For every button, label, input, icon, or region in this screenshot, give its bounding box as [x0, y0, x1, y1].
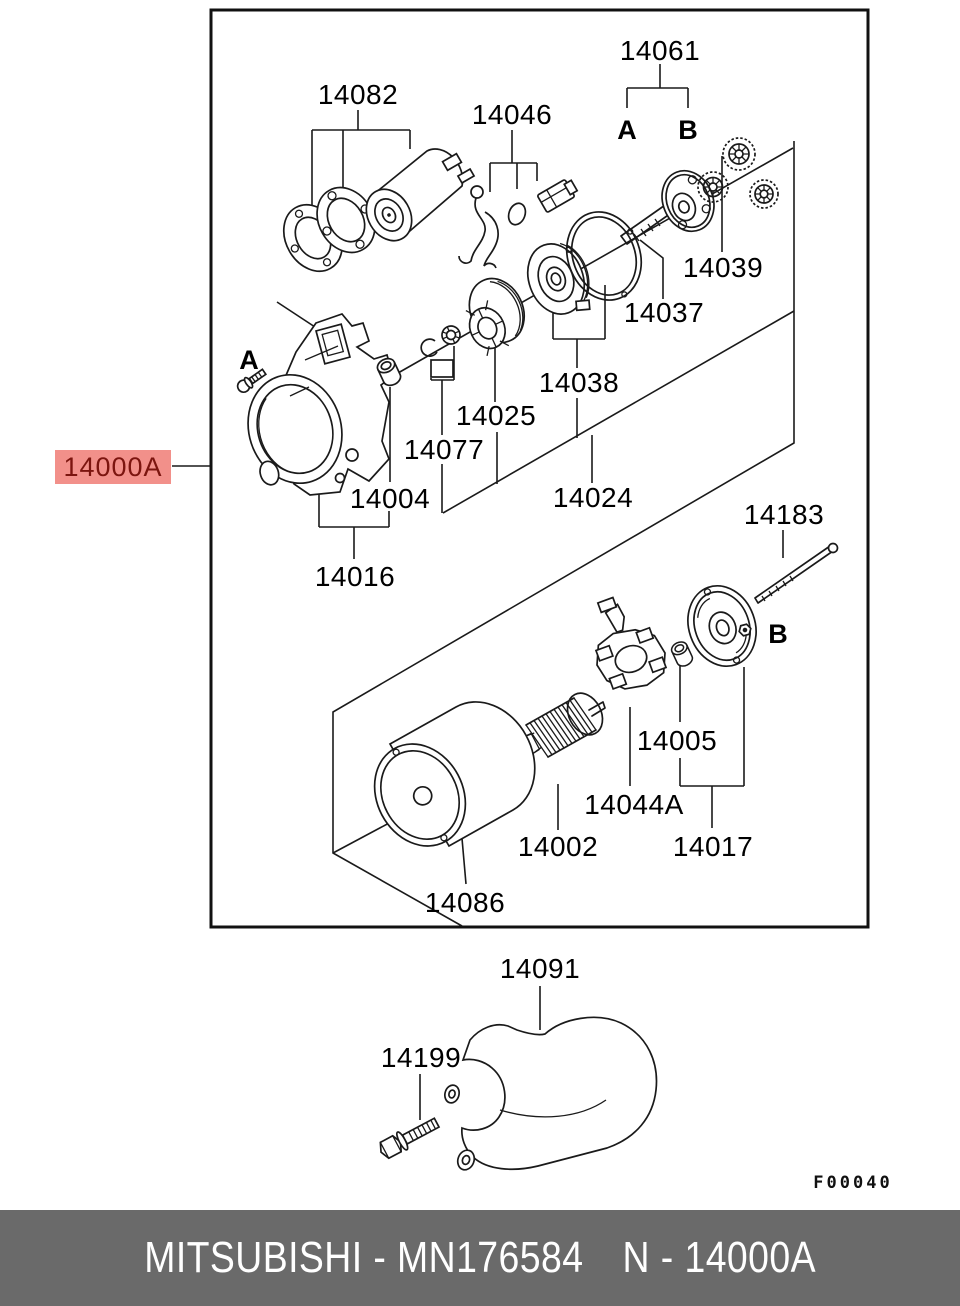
- part-label-14016: 14016: [315, 561, 395, 592]
- nut-b-drawing: [738, 623, 752, 637]
- gear-set-drawing: [697, 137, 779, 209]
- footer-text: MITSUBISHI - MN176584 N - 14000A: [144, 1233, 816, 1283]
- oring-drawing: [565, 211, 643, 301]
- footer-ref: N - 14000A: [622, 1233, 816, 1282]
- part-label-14046: 14046: [472, 99, 552, 130]
- part-label-14082: 14082: [318, 79, 398, 110]
- callout-a-side: A: [239, 345, 259, 375]
- part-label-14183: 14183: [744, 499, 824, 530]
- part-label-14086: 14086: [425, 887, 505, 918]
- clutch-drawing: [526, 242, 591, 315]
- part-label-14005: 14005: [637, 725, 717, 756]
- armature-core-hatch: [525, 697, 597, 758]
- bolt-drawing: [379, 1117, 441, 1160]
- shaft-drawing: [620, 169, 715, 245]
- packing-washer-drawing: [282, 186, 376, 273]
- leader-lines: [172, 64, 784, 1120]
- part-label-14199: 14199: [381, 1042, 461, 1073]
- callout-a-top: A: [617, 115, 637, 145]
- part-label-14039: 14039: [683, 252, 763, 283]
- bushing-14005-drawing: [670, 641, 694, 667]
- pinion-drive-drawing: [465, 277, 526, 356]
- brush-holder-drawing: [594, 596, 668, 690]
- highlight-box: [55, 450, 171, 484]
- parts-diagram: 14061 14082 14046 A B 14039 14037 14038 …: [55, 8, 892, 1193]
- snap-ring-drawing: [420, 325, 461, 378]
- part-label-14025: 14025: [456, 400, 536, 431]
- part-label-14077: 14077: [404, 434, 484, 465]
- part-label-14061: 14061: [620, 35, 700, 66]
- part-label-14044A: 14044A: [584, 789, 684, 820]
- shift-lever-drawing: [458, 179, 579, 269]
- part-label-14037: 14037: [624, 297, 704, 328]
- figure-code: F00040: [813, 1173, 892, 1193]
- part-label-14002: 14002: [518, 831, 598, 862]
- screw-a-drawing: [236, 368, 268, 394]
- diagram-frame: [209, 8, 870, 929]
- part-labels: 14061 14082 14046 A B 14039 14037 14038 …: [239, 35, 824, 1073]
- front-bracket-drawing: [247, 313, 394, 496]
- solenoid-drawing: [365, 148, 476, 242]
- stud-bolt-drawing: [754, 542, 839, 604]
- part-label-14000A: 14000A: [63, 452, 162, 482]
- callout-b-top: B: [678, 115, 698, 145]
- bushing-drawing: [376, 357, 402, 387]
- rear-bracket-drawing: [687, 585, 757, 667]
- part-label-14017: 14017: [673, 831, 753, 862]
- part-label-14004: 14004: [350, 483, 430, 514]
- yoke-drawing: [373, 701, 536, 848]
- heat-cover-drawing: [443, 1016, 658, 1171]
- part-label-14024: 14024: [553, 482, 633, 513]
- callout-b-side: B: [768, 619, 788, 649]
- footer-banner: MITSUBISHI - MN176584 N - 14000A: [0, 1210, 960, 1306]
- highlighted-part-label: 14000A: [55, 450, 171, 484]
- footer-brand-part: MITSUBISHI - MN176584: [144, 1233, 584, 1282]
- part-label-14038: 14038: [539, 367, 619, 398]
- part-label-14091: 14091: [500, 953, 580, 984]
